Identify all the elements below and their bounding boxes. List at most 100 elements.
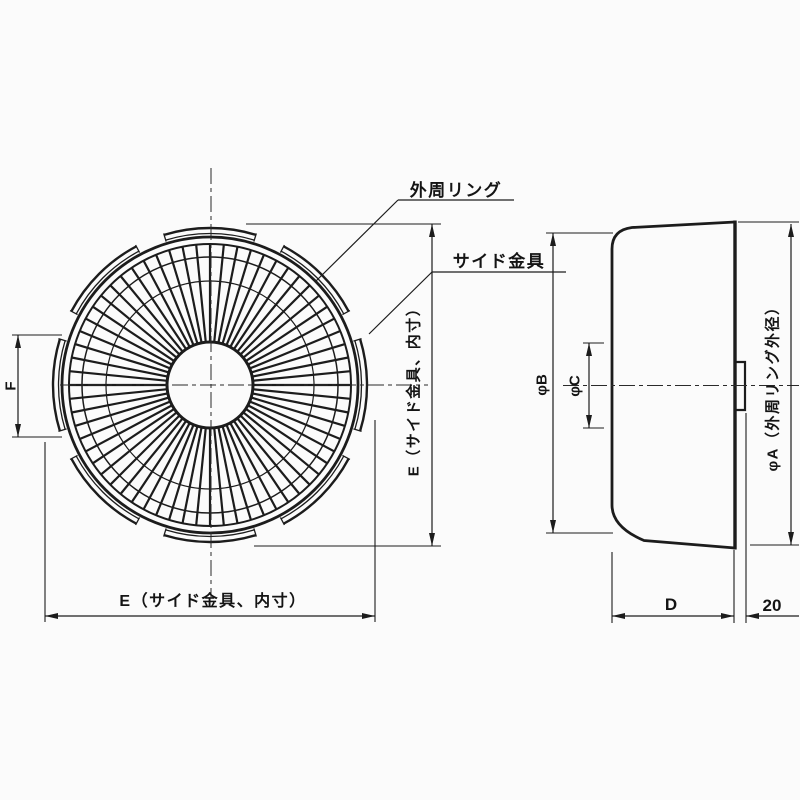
dim-phic-label: φC xyxy=(566,375,583,397)
spoke-wire xyxy=(130,420,187,503)
outer-ring-label: 外周リング xyxy=(410,180,503,200)
spoke-wire xyxy=(253,370,351,382)
spoke-wire xyxy=(69,388,167,400)
spoke-wire xyxy=(250,400,341,440)
spoke-wire xyxy=(155,425,195,516)
spoke-wire xyxy=(142,260,191,347)
spoke-wire xyxy=(251,396,346,427)
spoke-wire xyxy=(79,330,170,370)
spoke-wire xyxy=(168,249,199,344)
arrowhead xyxy=(612,613,625,619)
spoke-wire xyxy=(240,415,311,486)
spoke-wire xyxy=(142,423,191,510)
dim-20-label: 20 xyxy=(763,596,782,615)
spoke-wire xyxy=(221,249,252,344)
arrowhead xyxy=(45,613,58,619)
spoke-wire xyxy=(248,317,335,366)
rim-clip-end-cap xyxy=(163,233,167,242)
spoke-wire xyxy=(71,356,168,378)
arrowhead xyxy=(788,224,794,237)
dimension-lines xyxy=(12,199,799,623)
dim-e-horizontal-label: E（サイド金具、内寸） xyxy=(119,591,306,610)
spoke-wire xyxy=(229,423,278,510)
arrowhead xyxy=(586,415,592,428)
spoke-wire xyxy=(245,305,328,362)
rim-clip-outer-edge xyxy=(163,226,257,237)
spoke-wire xyxy=(250,330,341,370)
rim-clip-end-cap xyxy=(163,528,167,537)
spoke-wire xyxy=(119,275,183,352)
spoke-wire xyxy=(217,427,239,524)
rim-clip-end-cap xyxy=(342,310,351,316)
spoke-wire xyxy=(181,427,203,524)
rim-clip-inner-edge xyxy=(165,529,255,538)
spoke-wire xyxy=(92,408,175,465)
spoke-wire xyxy=(213,244,225,342)
spoke-wire xyxy=(100,294,177,358)
rim-clip-end-cap xyxy=(353,338,362,342)
side-bracket-label: サイド金具 xyxy=(453,251,546,271)
spoke-wire xyxy=(100,412,177,476)
rim-clip-end-cap xyxy=(342,454,351,460)
rim-clip-outer-edge xyxy=(283,245,350,312)
rim-clip-inner-edge xyxy=(57,340,66,430)
arrowhead xyxy=(429,533,435,546)
rim-clip-inner-edge xyxy=(280,455,345,520)
spoke-wire xyxy=(79,400,170,440)
rim-clip-end-cap xyxy=(135,244,141,253)
rim-clip-end-cap xyxy=(279,517,285,526)
spoke-wire xyxy=(85,317,172,366)
rim-clip-inner-edge xyxy=(165,232,255,241)
spoke-wire xyxy=(243,294,320,358)
spoke-wire xyxy=(195,428,207,526)
spoke-wire xyxy=(225,425,265,516)
spoke-wire xyxy=(71,392,168,414)
dim-d-label: D xyxy=(665,595,677,614)
spoke-wire xyxy=(168,426,199,521)
side-view xyxy=(563,220,799,550)
rim-clip-end-cap xyxy=(279,244,285,253)
rim-clip-end-cap xyxy=(69,454,78,460)
spoke-wire xyxy=(233,267,290,350)
rim-clip-outer-edge xyxy=(358,338,369,432)
spoke-wire xyxy=(92,305,175,362)
spoke-wire xyxy=(74,343,169,374)
spoke-wire xyxy=(229,260,278,347)
spoke-wire xyxy=(85,404,172,453)
outer-ring-leader xyxy=(315,199,399,282)
arrowhead xyxy=(788,532,794,545)
spoke-wire xyxy=(109,415,180,486)
arrowhead xyxy=(362,613,375,619)
spoke-wire xyxy=(217,246,239,343)
rim-clip-outer-edge xyxy=(163,533,257,544)
rim-clip-outer-edge xyxy=(70,245,137,312)
rim-clip-end-cap xyxy=(353,428,362,432)
side-bracket-leader xyxy=(368,271,433,335)
spoke-wire xyxy=(130,267,187,350)
spoke-wire xyxy=(248,404,335,453)
dim-phib-label: φB xyxy=(533,374,550,396)
arrowhead xyxy=(586,343,592,356)
arrowhead xyxy=(550,520,556,533)
arrowhead xyxy=(721,613,734,619)
spoke-wire xyxy=(252,392,349,414)
rim-clip-end-cap xyxy=(58,428,67,432)
rim-clip-outer-edge xyxy=(283,458,350,525)
rim-clip-end-cap xyxy=(69,310,78,316)
rim-clip-outer-edge xyxy=(70,458,137,525)
spoke-wire xyxy=(252,356,349,378)
spoke-wire xyxy=(181,246,203,343)
spoke-wire xyxy=(221,426,252,521)
rim-clip-outer-edge xyxy=(51,338,62,432)
spoke-wire xyxy=(243,412,320,476)
labels: 外周リング サイド金具 F E（サイド金具、内寸） E（サイド金具、内寸） φB… xyxy=(2,180,781,615)
rim-clip-inner-edge xyxy=(75,250,140,315)
spoke-wire xyxy=(74,396,169,427)
rim-clip-end-cap xyxy=(253,528,257,537)
dim-phia-label: φA（外周リング外径） xyxy=(763,298,781,471)
spoke-wire xyxy=(251,343,346,374)
spoke-wire xyxy=(245,408,328,465)
rim-clip-end-cap xyxy=(135,517,141,526)
